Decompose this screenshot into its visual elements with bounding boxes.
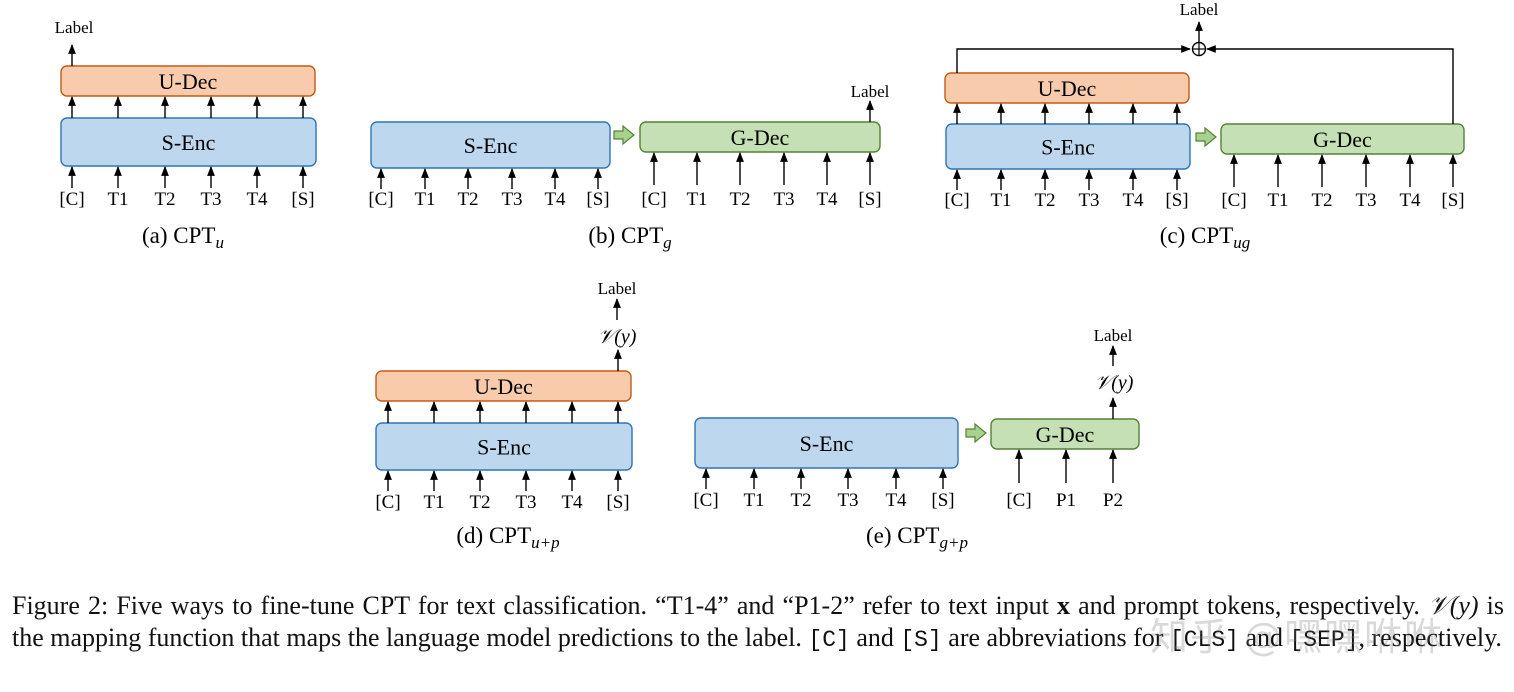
- g-dec-label: G-Dec: [731, 125, 790, 150]
- g-dec-block: [990, 418, 1140, 450]
- input-token: [S]: [1165, 190, 1188, 211]
- u-dec-label: U-Dec: [474, 374, 533, 399]
- input-token: T4: [561, 492, 583, 513]
- prompt-token: P2: [1103, 490, 1123, 511]
- input-token: T2: [469, 492, 490, 513]
- input-token: [S]: [858, 189, 881, 210]
- input-token: T4: [544, 189, 566, 210]
- input-token: T4: [246, 189, 268, 210]
- mapping-function: 𝒱(y): [598, 326, 637, 348]
- s-enc-label: S-Enc: [1041, 135, 1095, 160]
- connector-arrow: [1195, 126, 1217, 148]
- s-enc-label: S-Enc: [162, 130, 216, 155]
- input-token: [S]: [291, 189, 314, 210]
- s-enc-block: [370, 121, 611, 169]
- s-enc-label: S-Enc: [477, 435, 531, 460]
- input-token: [C]: [693, 490, 718, 511]
- input-token: T4: [1122, 190, 1144, 211]
- input-token: T3: [501, 189, 522, 210]
- u-dec-block: [60, 65, 316, 97]
- input-token: T3: [1078, 190, 1099, 211]
- s-enc-block: [375, 422, 633, 471]
- panel-caption-c: (c) CPTug: [1160, 223, 1250, 252]
- input-token: [C]: [641, 189, 666, 210]
- input-token: [C]: [375, 492, 400, 513]
- input-token: [S]: [586, 189, 609, 210]
- input-token: T3: [837, 490, 858, 511]
- g-dec-block: [639, 121, 881, 153]
- input-token: T3: [1355, 190, 1376, 211]
- input-token: T3: [773, 189, 794, 210]
- output-label: Label: [598, 279, 637, 298]
- input-token: [S]: [931, 490, 954, 511]
- input-token: [S]: [606, 492, 629, 513]
- mapping-function: 𝒱(y): [1095, 372, 1134, 394]
- u-dec-label: U-Dec: [159, 69, 218, 94]
- input-token: T3: [200, 189, 221, 210]
- connector-arrow: [613, 124, 635, 146]
- u-dec-block: [375, 370, 632, 402]
- input-token: T1: [686, 189, 707, 210]
- prompt-token: [C]: [1006, 490, 1031, 511]
- input-token: T4: [816, 189, 838, 210]
- output-label: Label: [1094, 326, 1133, 345]
- connector-arrow: [965, 422, 987, 444]
- input-token: T2: [1034, 190, 1055, 211]
- input-token: T1: [743, 490, 764, 511]
- s-enc-block: [694, 417, 959, 469]
- udec-to-sum-line: [956, 45, 1191, 73]
- panel-caption-e: (e) CPTg+p: [866, 523, 968, 552]
- input-token: [C]: [944, 190, 969, 211]
- u-dec-label: U-Dec: [1038, 76, 1097, 101]
- input-token: T2: [790, 490, 811, 511]
- output-label: Label: [851, 82, 890, 101]
- s-enc-label: S-Enc: [464, 133, 518, 158]
- panel-caption-b: (b) CPTg: [588, 223, 671, 252]
- input-token: T4: [885, 490, 907, 511]
- input-token: T2: [457, 189, 478, 210]
- s-enc-label: S-Enc: [800, 431, 854, 456]
- watermark: 知乎 @嘿嘿咻咻: [1150, 615, 1445, 659]
- gdec-to-sum-line: [1206, 45, 1454, 124]
- input-token: [C]: [59, 189, 84, 210]
- panel-caption-d: (d) CPTu+p: [456, 523, 559, 552]
- output-label: Label: [1180, 0, 1219, 19]
- input-token: T1: [414, 189, 435, 210]
- input-token: T1: [423, 492, 444, 513]
- input-token: T4: [1399, 190, 1421, 211]
- panel-caption-a: (a) CPTu: [142, 223, 224, 252]
- g-dec-label: G-Dec: [1313, 127, 1372, 152]
- input-token: [C]: [368, 189, 393, 210]
- input-token: T1: [107, 189, 128, 210]
- input-token: T1: [1267, 190, 1288, 211]
- output-label: Label: [55, 18, 94, 37]
- figure-caption: Figure 2: Five ways to fine-tune CPT for…: [12, 591, 1505, 653]
- input-token: [C]: [1221, 190, 1246, 211]
- s-enc-block: [60, 117, 317, 167]
- input-token: T2: [729, 189, 750, 210]
- input-token: [S]: [1441, 190, 1464, 211]
- input-token: T1: [990, 190, 1011, 211]
- u-dec-block: [944, 72, 1190, 104]
- prompt-token: P1: [1056, 490, 1076, 511]
- g-dec-block: [1220, 123, 1465, 155]
- input-token: T3: [515, 492, 536, 513]
- input-token: T2: [1311, 190, 1332, 211]
- s-enc-block: [945, 123, 1191, 170]
- g-dec-label: G-Dec: [1036, 422, 1095, 447]
- input-token: T2: [154, 189, 175, 210]
